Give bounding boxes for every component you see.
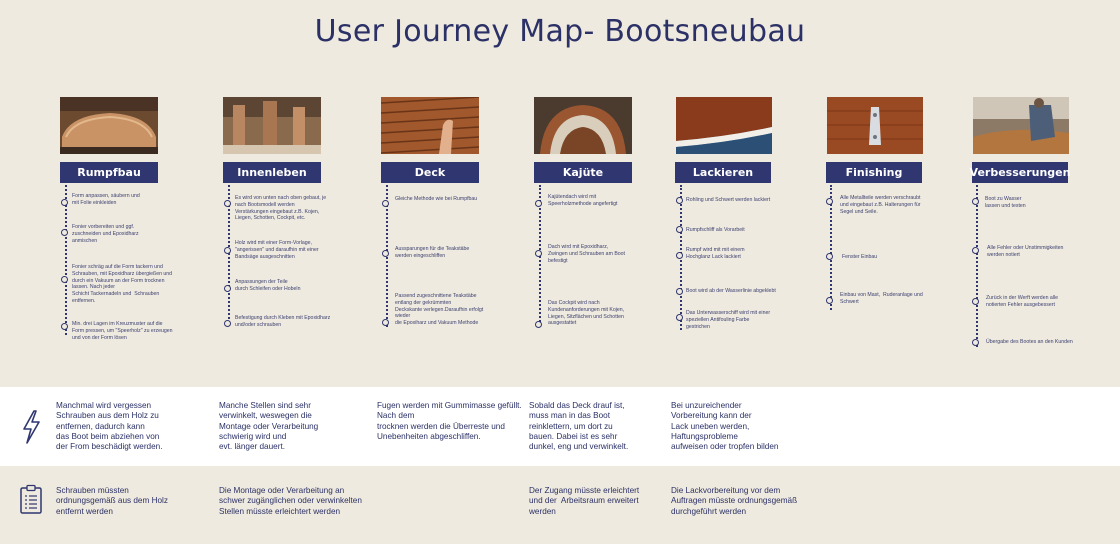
step-text: Form anpassen, säubern und mit Folie ein… [72,193,140,206]
step-marker [676,197,683,204]
stage-label: Lackieren [675,162,771,183]
stage-label: Verbesserungen [970,162,1070,183]
timeline-line [976,185,978,347]
stage-photo [827,97,923,154]
step-text: Es wird von unten nach oben gebaut, je n… [235,195,327,222]
step-text: Das Unterwasserschiff wird mit einer spe… [686,310,771,330]
step-text: Rumpf wird mit mit einem Hochglanz Lack … [686,247,745,260]
improvements-band [0,466,1120,544]
timeline-line [228,185,230,323]
timeline-line [65,185,67,335]
step-text: Fenster Einbau [842,254,878,260]
stage-photo [676,97,772,154]
step-marker [61,199,68,206]
step-text: Kajütendach wird mit Speerholzmethode an… [548,194,618,207]
step-text: Min. drei Lagen im Kreuzmuster auf die F… [72,321,173,341]
step-marker [972,198,979,205]
step-text: Boot wird ab der Wasserlinie abgeklebt [686,288,776,294]
pain-point-text: Manche Stellen sind sehr verwinkelt, wes… [219,401,319,452]
stage-photo [973,97,1069,154]
stage-label: Innenleben [223,162,321,183]
stage-label: Rumpfbau [60,162,158,183]
step-marker [61,323,68,330]
step-text: Fonier vorbereiten und ggf. zuschneiden … [72,224,139,244]
step-text: Anpassungen der Teile durch Schleifen od… [235,279,301,292]
stage-label: Deck [381,162,479,183]
step-marker [382,319,389,326]
pain-points-band [0,387,1120,466]
step-marker [535,321,542,328]
step-marker [224,200,231,207]
step-marker [382,250,389,257]
step-text: Einbau von Mast, Ruderanlage und Schwert [840,292,923,305]
step-text: Zurück in der Werft werden alle notierte… [986,295,1058,308]
stage-photo [223,97,321,154]
pain-point-text: Bei unzureichender Vorbereitung kann der… [671,401,779,452]
step-text: Alle Metallteile werden verschraubt und … [840,195,921,215]
step-text: Befestigung durch Kleben mit Epoxidharz … [235,315,331,328]
step-marker [535,250,542,257]
step-text: Holz wird mit einer Form-Vorlage, "anger… [235,240,319,260]
improvement-text: Schrauben müssten ordnungsgemäß aus dem … [56,486,168,516]
step-text: Boot zu Wasser lassen und testen [985,196,1026,209]
step-marker [826,297,833,304]
step-text: Alle Fehler oder Unstimmigkeiten werden … [987,245,1064,258]
step-text: Dach wird mit Epoxidharz, Zwingen und Sc… [548,244,625,264]
step-text: Gleiche Methode wie bei Rumpfbau [395,196,478,202]
stage-label: Finishing [826,162,922,183]
step-text: Aussparungen für die Teakstäbe werden ei… [395,246,470,259]
pain-point-text: Sobald das Deck drauf ist, muss man in d… [529,401,629,452]
step-marker [676,288,683,295]
step-marker [676,252,683,259]
stage-photo [60,97,158,154]
pain-point-text: Manchmal wird vergessen Schrauben aus de… [56,401,163,452]
step-marker [972,339,979,346]
step-text: Passend zugeschnittene Teakstäbe entlang… [395,293,484,327]
stage-photo [381,97,479,154]
step-text: Übergabe des Bootes an den Kunden [986,339,1073,345]
step-marker [826,253,833,260]
timeline-line [830,185,832,310]
clipboard-icon [20,484,42,514]
stage-label: Kajüte [534,162,632,183]
pain-point-text: Fugen werden mit Gummimasse gefüllt. Nac… [377,401,522,441]
step-marker [382,200,389,207]
step-marker [61,276,68,283]
step-marker [826,198,833,205]
step-marker [535,200,542,207]
step-marker [676,314,683,321]
improvement-text: Die Montage oder Verarbeitung an schwer … [219,486,362,516]
step-marker [224,320,231,327]
step-marker [224,285,231,292]
step-marker [972,247,979,254]
step-marker [972,298,979,305]
step-text: Das Cockpit wird nach Kundenanforderunge… [548,300,625,327]
step-marker [676,226,683,233]
improvement-text: Die Lackvorbereitung vor dem Auftragen m… [671,486,798,516]
improvement-text: Der Zugang müsste erleichtert und der Ar… [529,486,640,516]
stage-photo [534,97,632,154]
page-title: User Journey Map- Bootsneubau [314,14,806,49]
lightning-icon [23,410,40,444]
step-marker [61,229,68,236]
step-text: Fonier schräg auf die Form tackern und S… [72,264,173,304]
step-text: Rumpfschliff als Vorarbeit [686,227,745,233]
step-marker [224,247,231,254]
step-text: Rohling und Schwert werden lackiert [686,197,771,203]
